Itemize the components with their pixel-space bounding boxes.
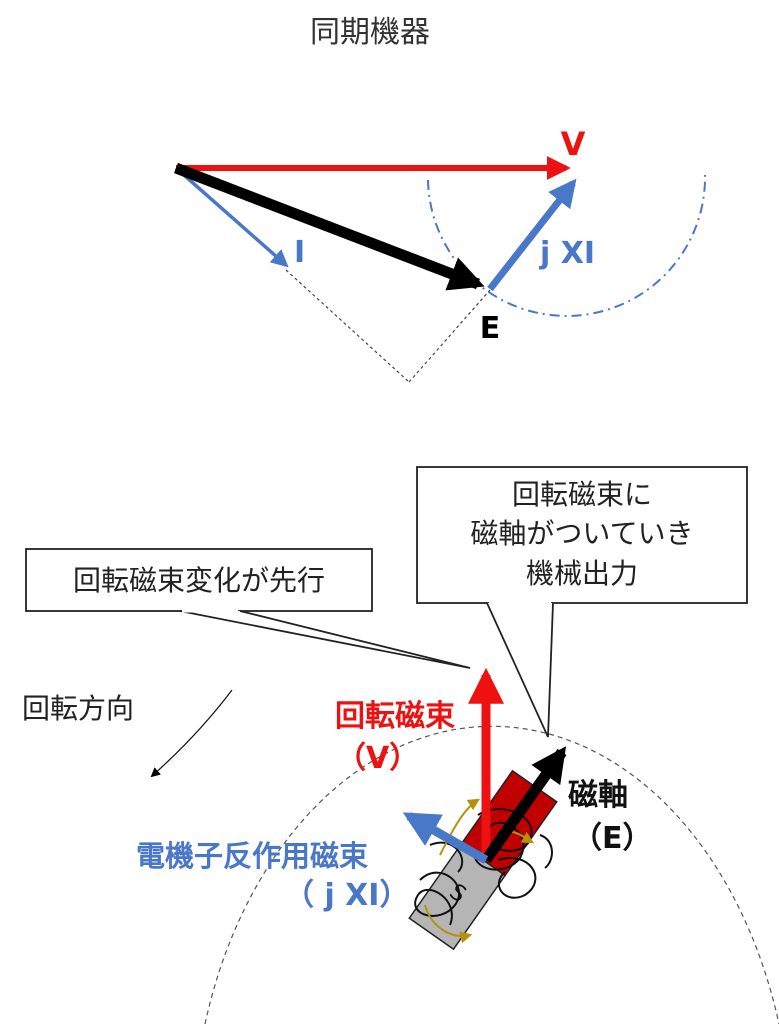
lead-callout-text: 回転磁束変化が先行 (73, 564, 325, 597)
locus-arc (427, 174, 707, 318)
current-I-arrow (174, 166, 289, 268)
dotted-line-right (408, 289, 491, 383)
emf-E-arrow (174, 162, 485, 291)
label-rotating-flux-symbol: （V） (336, 741, 419, 776)
magnetic-axis-arrow (481, 746, 567, 864)
label-jXI: j XI (539, 236, 595, 271)
armature-reaction-arrow (402, 812, 489, 864)
label-rotating-flux: 回転磁束 (335, 699, 455, 734)
label-rotation-direction: 回転方向 (22, 692, 134, 725)
phasor-diagram: V I j XI E (174, 125, 707, 383)
axis-callout-box (416, 466, 748, 604)
rotation-direction-arrow (150, 689, 233, 778)
lead-callout-box (25, 548, 373, 612)
axis-callout-line-3: 機械出力 (526, 557, 638, 590)
rotor-diagram: 回転方向 回転磁束変化が先行 回転磁束に 磁軸がついていき 機械出力 S (22, 466, 779, 1025)
jXI-arrow (487, 178, 577, 292)
coil-current-arrow-top (439, 798, 481, 856)
label-E: E (480, 311, 501, 346)
page-title: 同期機器 (310, 15, 430, 50)
label-V: V (561, 125, 586, 163)
rotor-dashed-circle (204, 725, 779, 1025)
axis-callout-pointer (486, 602, 554, 738)
lead-callout-pointer (179, 610, 471, 669)
label-magnetic-axis: 磁軸 (568, 778, 628, 813)
dotted-line-left (285, 269, 410, 383)
axis-callout-line-1: 回転磁束に (512, 478, 652, 511)
coil-current-arrow-bottom (424, 904, 473, 944)
axis-callout-line-2: 磁軸がついていき (470, 517, 693, 550)
label-armature-flux: 電機子反作用磁束 (136, 839, 368, 873)
label-armature-flux-symbol: （ j XI） (284, 878, 409, 913)
label-I: I (294, 235, 305, 270)
label-magnetic-axis-symbol: （E） (572, 821, 653, 856)
